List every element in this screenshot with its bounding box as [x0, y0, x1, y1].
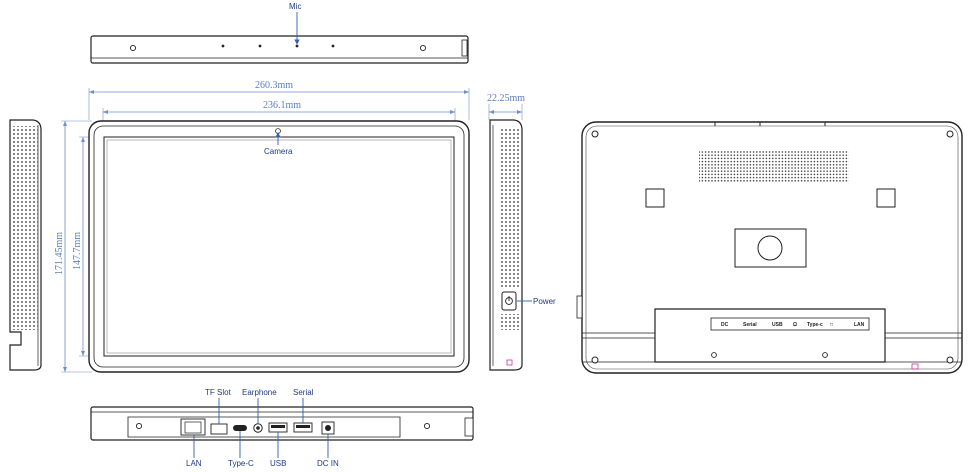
back-earphone-label: Ω: [793, 322, 797, 328]
back-type-c-label: Type-c: [807, 322, 823, 328]
tf-slot: [210, 423, 228, 435]
indicator-led: [506, 359, 513, 366]
tf-slot-label: TF Slot: [205, 388, 232, 397]
back-dc-label: DC: [721, 322, 729, 328]
lan-label: LAN: [186, 459, 202, 468]
power-label: Power: [533, 297, 556, 306]
mic-hole: [258, 44, 262, 48]
top-view: Mic: [90, 2, 469, 64]
dc-in-label: DC IN: [317, 459, 339, 468]
back-lan-label: LAN: [854, 322, 865, 328]
back-view: DC Serial USB Ω Type-c □ LAN: [576, 121, 963, 374]
back-serial-label: Serial: [743, 322, 757, 328]
speaker-grille: [699, 151, 849, 183]
mic-hole: [331, 44, 335, 48]
camera-label: Camera: [264, 147, 293, 156]
back-tf-label: □: [830, 322, 833, 328]
mic-hole: [221, 44, 225, 48]
left-side-view: [9, 119, 42, 371]
earphone-label: Earphone: [242, 388, 277, 397]
serial-label: Serial: [293, 388, 314, 397]
depth-dim: 22.25mm: [487, 93, 525, 104]
lan-port: [180, 418, 206, 436]
bottom-view: LAN TF Slot Type-C Earphone USB Serial D…: [90, 388, 474, 468]
screw-hole-left: [129, 44, 137, 52]
mic-hole: [295, 44, 299, 48]
camera-lens: [275, 128, 281, 134]
outer-height-dim: 171.45mm: [54, 232, 65, 275]
usb-label: USB: [270, 459, 286, 468]
screw-hole-right: [419, 44, 427, 52]
front-view: 260.3mm 236.1mm 171.45mm 147.7mm Camera: [54, 80, 470, 373]
type-c-label: Type-C: [228, 459, 254, 468]
screen-width-dim: 236.1mm: [263, 100, 301, 111]
right-side-view: 22.25mm Power: [487, 93, 556, 371]
mic-label: Mic: [289, 2, 301, 11]
outer-width-dim: 260.3mm: [255, 80, 293, 91]
type-c-port: [233, 425, 247, 431]
screen-height-dim: 147.7mm: [72, 232, 83, 270]
back-usb-label: USB: [772, 322, 783, 328]
